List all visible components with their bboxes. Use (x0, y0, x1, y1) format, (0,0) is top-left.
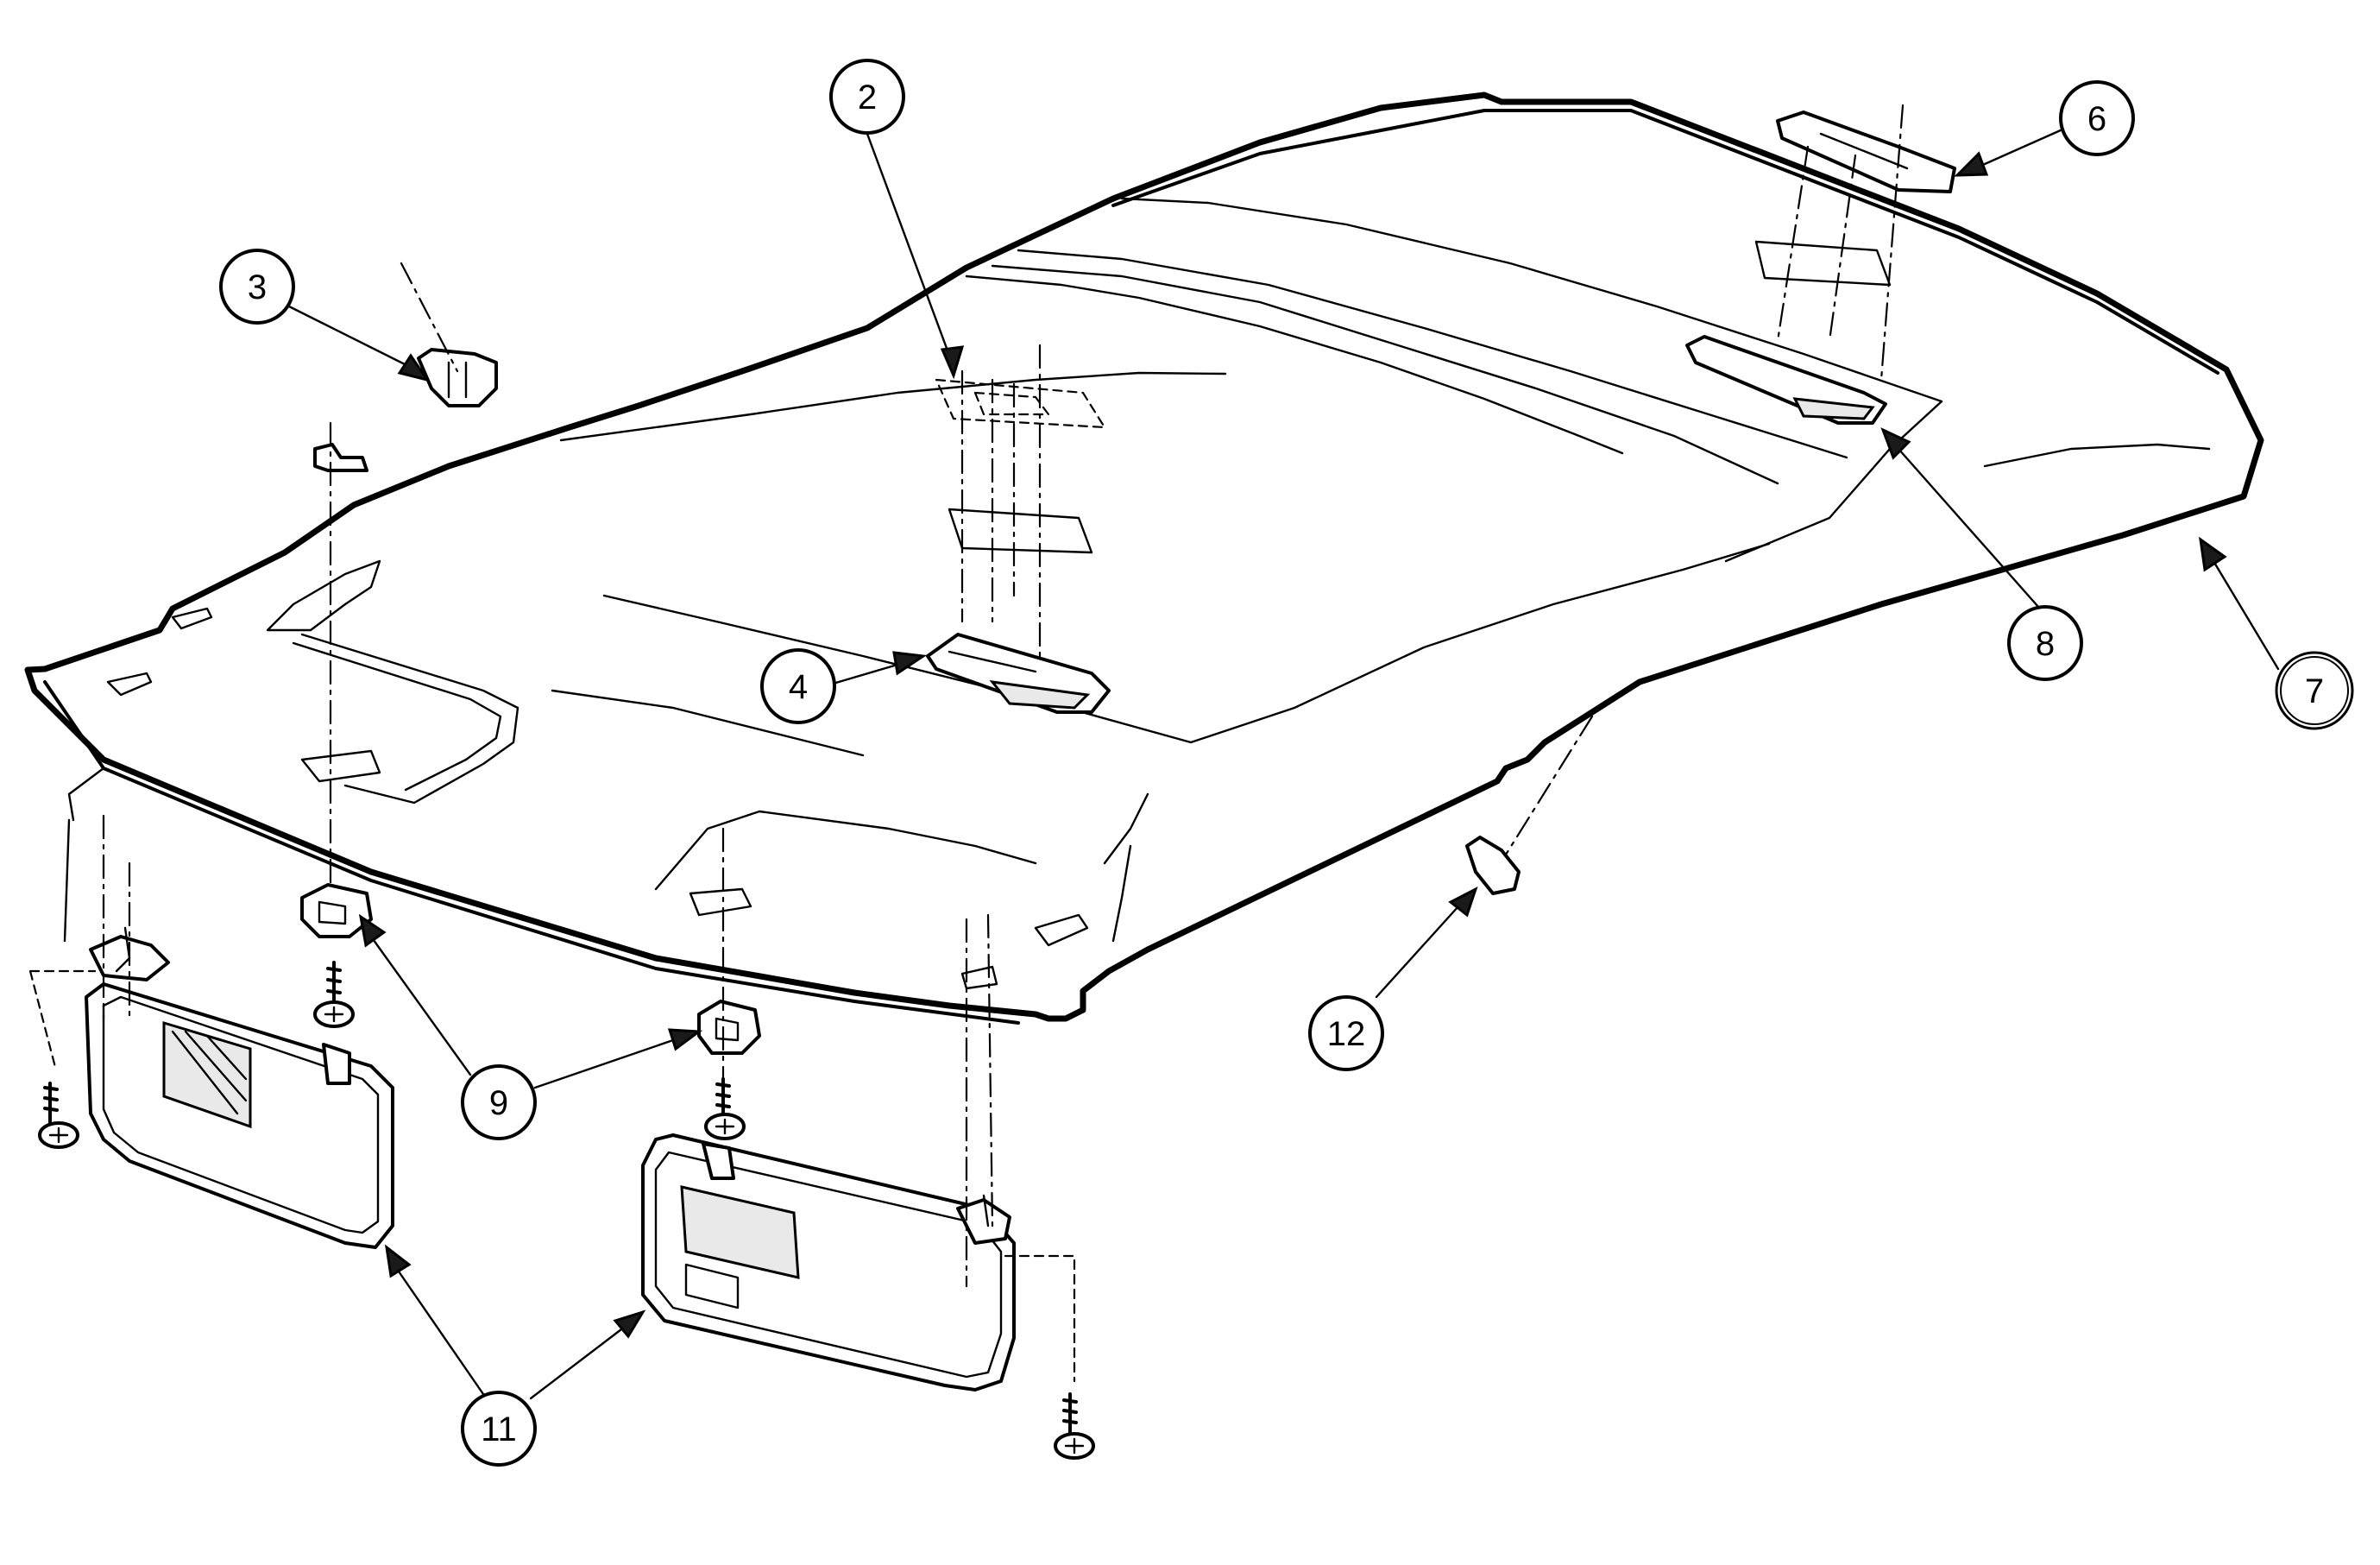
retainer-clip (400, 262, 498, 407)
svg-text:3: 3 (248, 268, 267, 306)
svg-text:12: 12 (1327, 1015, 1366, 1053)
screw-right (1054, 1392, 1095, 1460)
callout-4: 4 (760, 648, 836, 724)
screw-center (704, 1077, 746, 1140)
dome-lamp (926, 633, 1111, 714)
callout-6: 6 (2059, 80, 2135, 156)
svg-text:6: 6 (2087, 100, 2106, 138)
headliner (24, 92, 2264, 1025)
sun-visor-right (641, 913, 1076, 1391)
callout-8: 8 (2007, 605, 2083, 681)
visor-clip-right (697, 827, 761, 1081)
svg-text:2: 2 (858, 79, 877, 117)
dome-lamp-bracket (935, 344, 1106, 658)
sun-visor-left (28, 767, 394, 1249)
callout-7: 7 (2275, 651, 2354, 730)
callout-11: 11 (461, 1391, 537, 1467)
callout-12: 12 (1308, 995, 1384, 1071)
svg-text:11: 11 (481, 1410, 517, 1448)
visor-clip-upper-left (313, 421, 368, 908)
svg-text:9: 9 (489, 1084, 508, 1122)
screw-left-2 (313, 961, 355, 1028)
visor-clip-left (300, 883, 373, 938)
svg-text:7: 7 (2305, 672, 2324, 710)
callout-2: 2 (829, 59, 905, 135)
rear-lamp (1685, 335, 1887, 425)
callout-3: 3 (219, 249, 295, 325)
svg-text:8: 8 (2036, 625, 2055, 663)
svg-text:4: 4 (789, 668, 808, 706)
screw-left-1 (38, 1082, 79, 1149)
callout-9: 9 (461, 1064, 537, 1140)
rear-lamp-bezel (1776, 104, 1956, 382)
retainer-clip-side (1465, 715, 1594, 895)
leader-lines (287, 128, 2280, 1400)
